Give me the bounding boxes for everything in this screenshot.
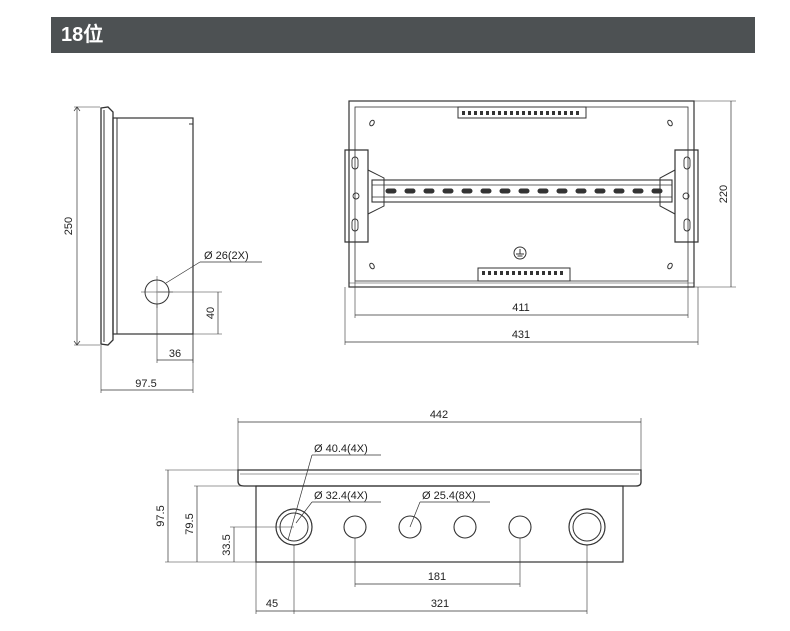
front-height-label: 220 (718, 185, 730, 203)
hole-small-3 (453, 515, 477, 539)
side-height-label: 250 (63, 217, 75, 235)
hole-medium-label: Ø 32.4(4X) (314, 490, 368, 502)
front-view (344, 100, 736, 345)
bottom-body-depth-label: 79.5 (184, 513, 196, 534)
bottom-view (165, 418, 642, 614)
title-bar: 18位 (51, 17, 755, 53)
offset-left-label: 45 (266, 598, 278, 610)
bottom-depth-label: 97.5 (155, 505, 167, 526)
hole-small-4 (508, 515, 532, 539)
hole-large-label: Ø 40.4(4X) (314, 443, 368, 455)
side-hole-height-label: 40 (205, 307, 217, 319)
front-inner-width-label: 411 (512, 302, 530, 314)
spacing-inner-label: 181 (428, 571, 446, 583)
side-hole-offset-label: 36 (169, 348, 181, 360)
hole-small-label: Ø 25.4(8X) (422, 490, 476, 502)
page-title: 18位 (61, 24, 104, 46)
hole-small-2 (398, 515, 422, 539)
bottom-width-label: 442 (430, 409, 448, 421)
side-depth-label: 97.5 (135, 378, 156, 390)
spacing-outer-label: 321 (431, 598, 449, 610)
side-view (73, 106, 262, 393)
bottom-hole-height-label: 33.5 (221, 534, 233, 555)
front-outer-width-label: 431 (512, 329, 530, 341)
hole-small-1 (343, 515, 367, 539)
side-hole-label: Ø 26(2X) (204, 250, 249, 262)
hole-large-right (568, 508, 606, 546)
